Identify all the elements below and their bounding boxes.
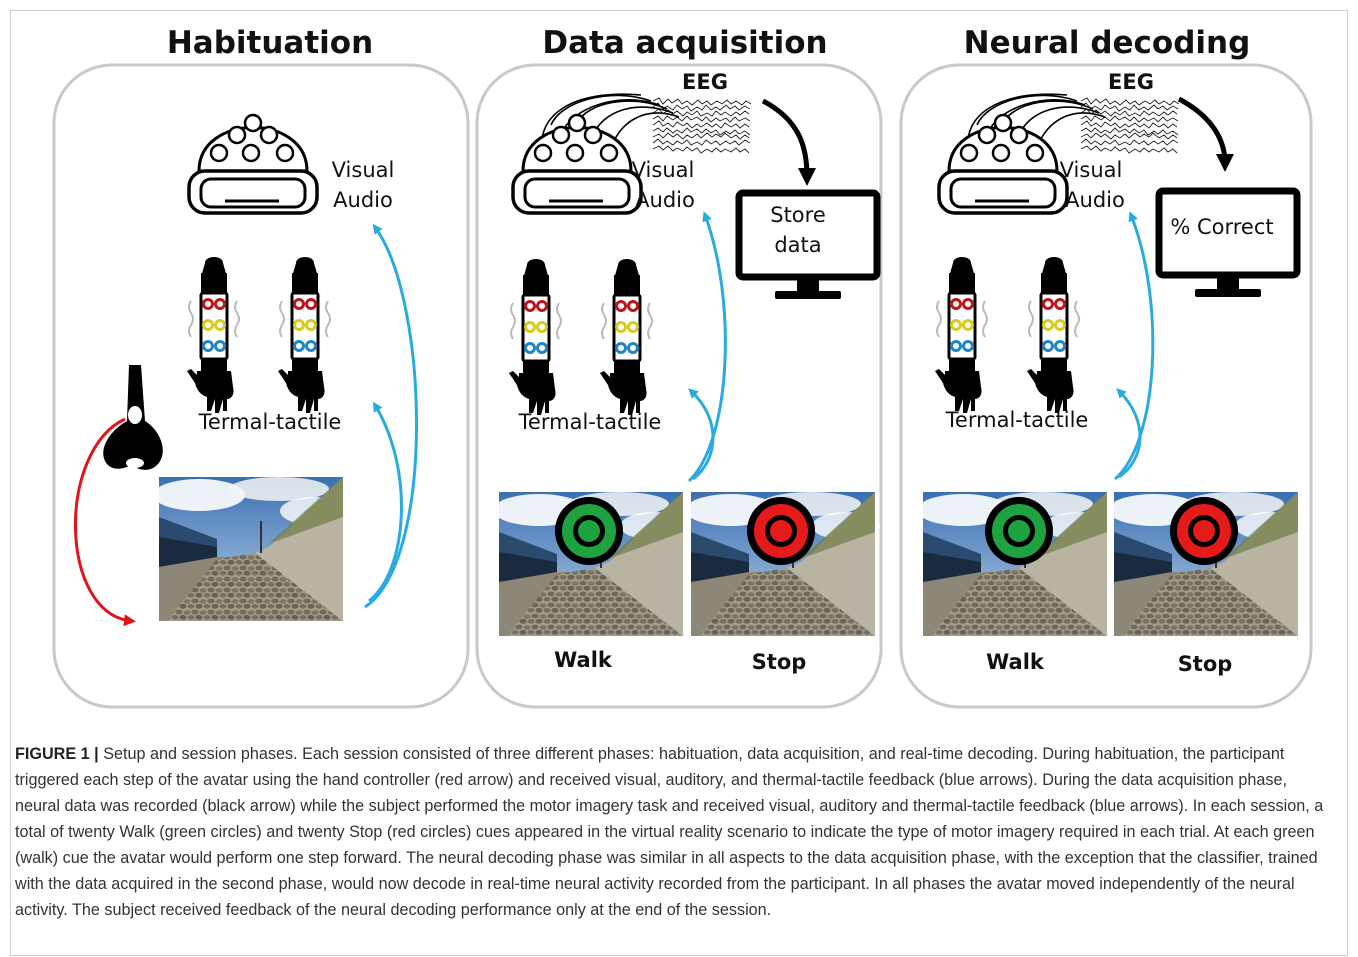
figure-frame: Habituation Visual Audio Termal-tactile … xyxy=(10,10,1348,956)
blue-arrow-icon xyxy=(688,388,715,481)
tactile-label: Termal-tactile xyxy=(518,410,662,434)
blue-arrow-icon xyxy=(1114,211,1155,481)
monitor-text-line1: Store xyxy=(770,203,826,227)
panel-habituation: Habituation Visual Audio Termal-tactile xyxy=(52,25,470,709)
walk-label: Walk xyxy=(554,648,613,672)
modality-audio-label: Audio xyxy=(635,188,695,212)
stop-label: Stop xyxy=(1178,652,1233,676)
panel-neural-decoding: Neural decoding EEG Visual Audio % Corre… xyxy=(899,25,1313,709)
blue-arrow-icon xyxy=(368,401,403,603)
blue-arrow-icon xyxy=(1116,388,1142,479)
monitor-text-line2: data xyxy=(774,233,821,257)
figure-caption: FIGURE 1 | Setup and session phases. Eac… xyxy=(15,741,1335,923)
blue-arrow-icon xyxy=(687,211,727,483)
black-arrow-icon xyxy=(761,98,816,186)
panel-title: Data acquisition xyxy=(542,25,827,61)
stop-label: Stop xyxy=(752,650,807,674)
modality-audio-label: Audio xyxy=(1065,188,1125,212)
monitor-text-line1: % Correct xyxy=(1170,215,1273,239)
modality-visual-label: Visual xyxy=(632,158,695,182)
panel-data-acquisition: Data acquisition EEG Visual Audio Store … xyxy=(475,25,883,709)
panel-title: Neural decoding xyxy=(964,25,1251,61)
stop-cue-icon xyxy=(747,497,815,565)
panel-habituation-frame xyxy=(52,63,470,709)
walk-label: Walk xyxy=(986,650,1045,674)
eeg-label: EEG xyxy=(1108,70,1154,94)
black-arrow-icon xyxy=(1177,96,1234,172)
walk-cue-icon xyxy=(555,497,623,565)
modality-audio-label: Audio xyxy=(333,188,393,212)
red-arrow-icon xyxy=(74,417,136,627)
figure-diagram: Habituation Visual Audio Termal-tactile … xyxy=(52,25,1313,709)
tactile-label: Termal-tactile xyxy=(198,410,342,434)
blue-arrow-icon xyxy=(364,223,418,609)
hand-controller-icon xyxy=(103,365,163,470)
vr-scene-image xyxy=(152,476,349,622)
modality-visual-label: Visual xyxy=(1060,158,1123,182)
stop-cue-icon xyxy=(1170,497,1238,565)
panel-title: Habituation xyxy=(167,25,373,61)
caption-label: FIGURE 1 | xyxy=(15,745,99,763)
walk-cue-icon xyxy=(985,497,1053,565)
tactile-label: Termal-tactile xyxy=(945,408,1089,432)
modality-visual-label: Visual xyxy=(332,158,395,182)
eeg-label: EEG xyxy=(682,70,728,94)
caption-text: Setup and session phases. Each session c… xyxy=(15,745,1324,919)
